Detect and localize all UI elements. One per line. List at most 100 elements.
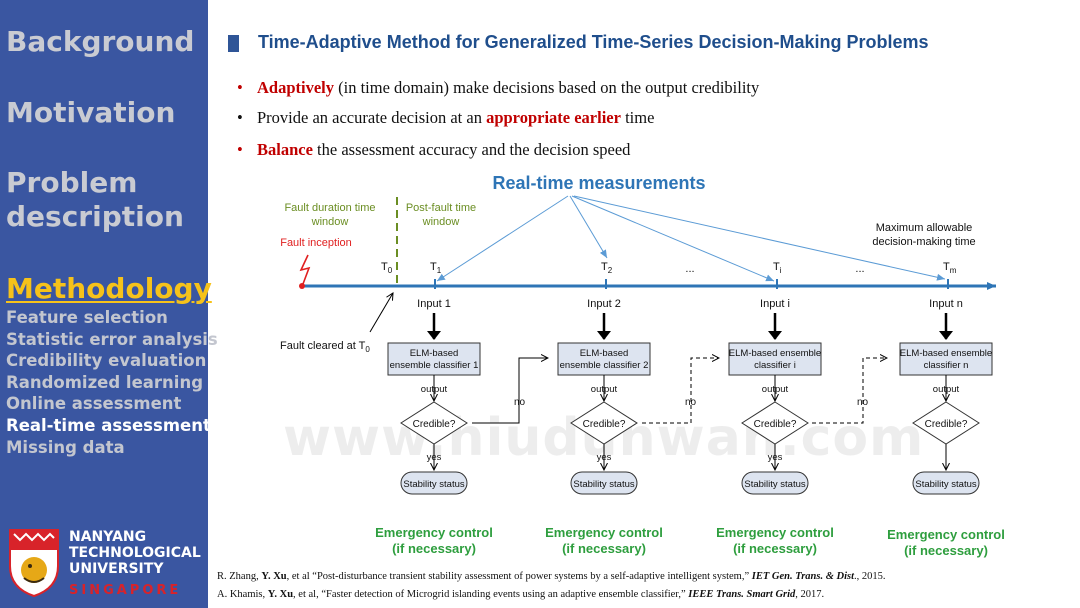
emergency-label-line2-2: (if necessary) <box>562 541 646 556</box>
no-branch-3 <box>812 358 887 424</box>
emergency-label-line1-2: Emergency control <box>545 525 663 540</box>
diagram-header: Real-time measurements <box>492 173 705 193</box>
yes-label-2: yes <box>597 452 612 463</box>
fault-inception-point <box>299 283 305 289</box>
emergency-label-line2-1: (if necessary) <box>392 541 476 556</box>
credible-label-3: Credible? <box>754 419 797 430</box>
measurement-arrow-ti <box>571 195 775 282</box>
classifier-label-line2-4: classifier n <box>924 360 969 371</box>
no-branch-2 <box>642 358 719 424</box>
output-label-1: output <box>421 384 448 395</box>
measurement-arrow-t1 <box>436 195 569 282</box>
university-line4: SINGAPORE <box>69 583 182 598</box>
nav-problem-description[interactable]: Problem description <box>6 166 184 234</box>
subnav-online-assessment[interactable]: Online assessment <box>6 394 182 414</box>
subnav-real-time-assessment[interactable]: Real-time assessment <box>6 415 211 435</box>
time-mark-ti: Ti <box>773 261 782 275</box>
time-mark-t1: T1 <box>430 261 442 275</box>
bullet-2-pre: Provide an accurate decision at an <box>257 108 487 127</box>
yes-label-1: yes <box>427 452 442 463</box>
classifier-box-1 <box>387 342 481 376</box>
bullet-1: •Adaptively (in time domain) make decisi… <box>237 78 759 98</box>
university-line2: TECHNOLOGICAL <box>69 545 201 561</box>
bullet-dot: • <box>237 78 243 97</box>
stability-label-1: Stability status <box>403 479 464 490</box>
output-label-3: output <box>762 384 789 395</box>
credible-label-2: Credible? <box>583 419 626 430</box>
output-label-2: output <box>591 384 618 395</box>
fault-window-label-line2: window <box>311 216 349 228</box>
stability-box-3 <box>741 471 809 495</box>
stability-label-3: Stability status <box>744 479 805 490</box>
no-branch-1 <box>472 358 548 424</box>
stability-label-4: Stability status <box>915 479 976 490</box>
university-line3: UNIVERSITY <box>69 561 164 577</box>
reference-2: A. Khamis, Y. Xu, et al, “Faster detecti… <box>217 589 825 600</box>
ntu-crest-icon <box>9 529 59 598</box>
classifier-label-line2-1: ensemble classifier 1 <box>390 360 479 371</box>
fault-window-label-line1: Fault duration time <box>284 202 375 214</box>
input-label-2: Input 2 <box>587 298 621 310</box>
reference-1: R. Zhang, Y. Xu, et al “Post-disturbance… <box>217 571 886 582</box>
bullet-dot: • <box>237 108 243 127</box>
nav-problem-line2: description <box>6 200 184 233</box>
classifier-label-line2-2: ensemble classifier 2 <box>560 360 649 371</box>
sidebar: Background Motivation Problem descriptio… <box>0 0 218 608</box>
ellipsis-2: ... <box>855 263 864 275</box>
stability-label-2: Stability status <box>573 479 634 490</box>
no-label-3: no <box>857 397 869 408</box>
nav-methodology[interactable]: Methodology <box>6 272 212 305</box>
subnav-missing-data[interactable]: Missing data <box>6 437 125 457</box>
time-mark-t2: T2 <box>601 261 613 275</box>
post-fault-window-label-line2: window <box>422 216 460 228</box>
no-label-2: no <box>685 397 697 408</box>
emergency-label-line2-4: (if necessary) <box>904 543 988 558</box>
nav-problem-line1: Problem <box>6 166 138 199</box>
stability-box-2 <box>570 471 638 495</box>
emergency-label-line1-3: Emergency control <box>716 525 834 540</box>
bullet-3: •Balance the assessment accuracy and the… <box>237 140 630 160</box>
classifier-label-line1-4: ELM-based ensemble <box>900 348 992 359</box>
university-logo: NANYANG TECHNOLOGICAL UNIVERSITY SINGAPO… <box>6 526 206 600</box>
classifier-box-3 <box>728 342 822 376</box>
bullet-2: • Provide an accurate decision at an appr… <box>237 108 654 128</box>
bullet-1-text: (in time domain) make decisions based on… <box>334 78 760 97</box>
post-fault-window-label-line1: Post-fault time <box>406 202 476 214</box>
university-line1: NANYANG <box>69 529 147 545</box>
title-marker <box>228 35 239 52</box>
nav-motivation[interactable]: Motivation <box>6 96 176 129</box>
nav-background[interactable]: Background <box>6 25 195 58</box>
stability-box-1 <box>400 471 468 495</box>
credible-label-4: Credible? <box>925 419 968 430</box>
subnav-statistic-error-analysis[interactable]: Statistic error analysis <box>6 329 218 349</box>
emergency-label-line2-3: (if necessary) <box>733 541 817 556</box>
output-label-4: output <box>933 384 960 395</box>
classifier-box-4 <box>899 342 993 376</box>
input-label-4: Input n <box>929 298 963 310</box>
lightning-icon <box>299 254 311 285</box>
classifier-label-line1-2: ELM-based <box>580 348 629 359</box>
bullet-3-text: the assessment accuracy and the decision… <box>312 140 631 159</box>
subnav-feature-selection[interactable]: Feature selection <box>6 308 168 327</box>
emergency-label-line1-4: Emergency control <box>887 527 1005 542</box>
measurement-arrow-t2 <box>569 195 608 259</box>
measurement-arrow-tm <box>573 195 946 281</box>
fault-cleared-label: Fault cleared at T0 <box>280 340 370 354</box>
bullet-2-post: time <box>620 108 655 127</box>
subnav-credibility-evaluation[interactable]: Credibility evaluation <box>6 351 207 371</box>
subnav-randomized-learning[interactable]: Randomized learning <box>6 372 204 392</box>
bullet-3-emph: Balance <box>257 140 313 159</box>
bullet-2-emph: appropriate earlier <box>486 108 621 127</box>
emergency-label-line1-1: Emergency control <box>375 525 493 540</box>
time-mark-tm: Tm <box>943 261 957 275</box>
time-mark-t0: T0 <box>381 261 393 275</box>
measurement-arrows <box>436 195 946 282</box>
input-label-1: Input 1 <box>417 298 451 310</box>
credible-label-1: Credible? <box>413 419 456 430</box>
classifier-label-line2-3: classifier i <box>754 360 796 371</box>
classifier-label-line1-1: ELM-based <box>410 348 459 359</box>
max-time-label-line2: decision-making time <box>872 236 975 248</box>
yes-label-3: yes <box>768 452 783 463</box>
classifier-label-line1-3: ELM-based ensemble <box>729 348 821 359</box>
